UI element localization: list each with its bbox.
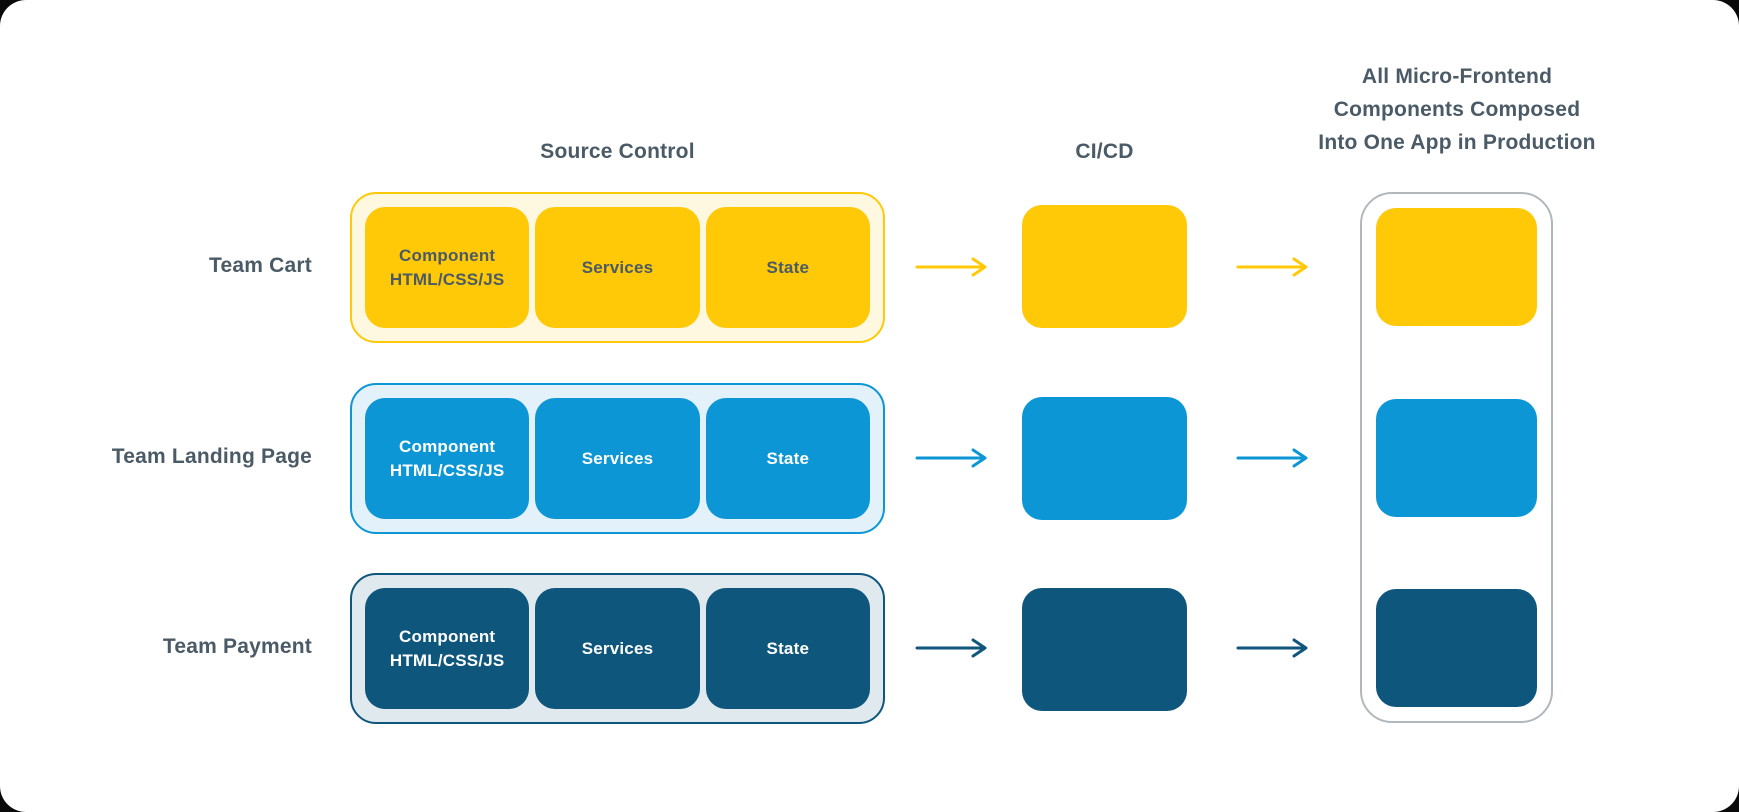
component-box: Component HTML/CSS/JS [365,207,530,328]
team-cart-label: Team Cart [209,254,312,277]
component-box-label: HTML/CSS/JS [389,460,505,480]
component-box-label: Component [399,626,496,646]
state-box-label: State [766,638,810,658]
production-title-line: All Micro-Frontend [1361,65,1553,88]
services-box: Services [535,588,700,709]
production-box-team-landing-page [1376,399,1537,517]
services-box: Services [535,398,700,519]
component-box: Component HTML/CSS/JS [365,398,530,519]
cicd-box-team-landing-page [1022,397,1187,520]
arrow-right-icon [1236,636,1312,660]
state-box-label: State [766,448,810,468]
production-title-line: Into One App in Production [1318,131,1596,154]
source-control-header: Source Control [540,140,695,163]
state-box: State [705,398,870,519]
production-title: All Micro-Frontend Components Composed I… [1307,60,1607,159]
team-landing-page-label: Team Landing Page [111,445,312,468]
production-title-line: Components Composed [1333,98,1581,121]
production-box-team-payment [1376,589,1537,707]
cicd-box-team-payment [1022,588,1187,711]
services-box-label: Services [581,448,654,468]
team-payment-label: Team Payment [162,635,312,658]
component-box: Component HTML/CSS/JS [365,588,530,709]
component-box-label: HTML/CSS/JS [389,269,505,289]
production-app-container [1360,192,1553,723]
arrow-right-icon [915,446,991,470]
services-box-label: Services [581,638,654,658]
state-box-label: State [766,257,810,277]
component-box-label: Component [399,245,496,265]
services-box-label: Services [581,257,654,277]
arrow-right-icon [915,255,991,279]
production-box-team-cart [1376,208,1537,326]
arrow-right-icon [1236,446,1312,470]
cicd-box-team-cart [1022,205,1187,328]
component-box-label: HTML/CSS/JS [389,650,505,670]
arrow-right-icon [915,636,991,660]
source-control-group-team-payment: Component HTML/CSS/JS Services State [350,573,885,724]
source-control-group-team-landing-page: Component HTML/CSS/JS Services State [350,383,885,534]
arrow-right-icon [1236,255,1312,279]
cicd-header: CI/CD [1075,140,1134,163]
source-control-group-team-cart: Component HTML/CSS/JS Services State [350,192,885,343]
services-box: Services [535,207,700,328]
state-box: State [705,588,870,709]
component-box-label: Component [399,436,496,456]
state-box: State [705,207,870,328]
